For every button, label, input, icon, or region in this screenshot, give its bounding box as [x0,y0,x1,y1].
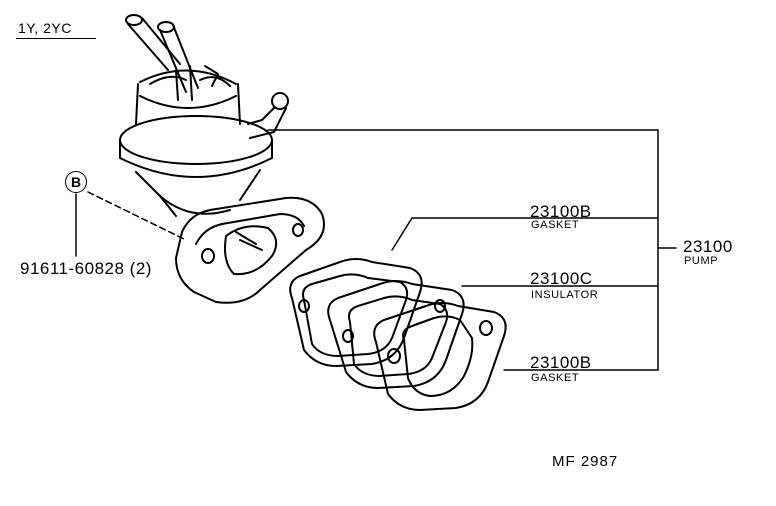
gasket-upper-number: 23100B [530,202,592,221]
leader-lines [75,129,677,371]
bolt-dashed-leader [87,191,187,241]
insulator-shape [327,280,465,389]
pump-cap [135,65,241,125]
insulator-number: 23100C [530,269,593,288]
insulator-name: INSULATOR [531,289,599,301]
ref-marker-b: B [65,171,87,193]
fuel-pipes [125,14,199,101]
bolt-part-number: 91611-60828 (2) [20,259,152,278]
pump-leader [267,129,659,371]
gasket-upper-leader [391,217,659,251]
model-label: 1Y, 2YC [18,20,72,36]
outlet-nipple [247,92,289,139]
pump-body [119,115,273,217]
gasket-lower-shape [373,302,507,411]
pump-mount-flange [175,196,325,304]
gasket-upper-name: GASKET [531,219,580,231]
gasket-lower-name: GASKET [531,372,580,384]
drawing-code: MF 2987 [552,453,619,470]
pump-number: 23100 [683,237,733,256]
pump-name: PUMP [684,255,719,267]
gasket-lower-number: 23100B [530,353,592,372]
model-underline [16,38,96,39]
gasket-upper-shape [289,258,423,367]
